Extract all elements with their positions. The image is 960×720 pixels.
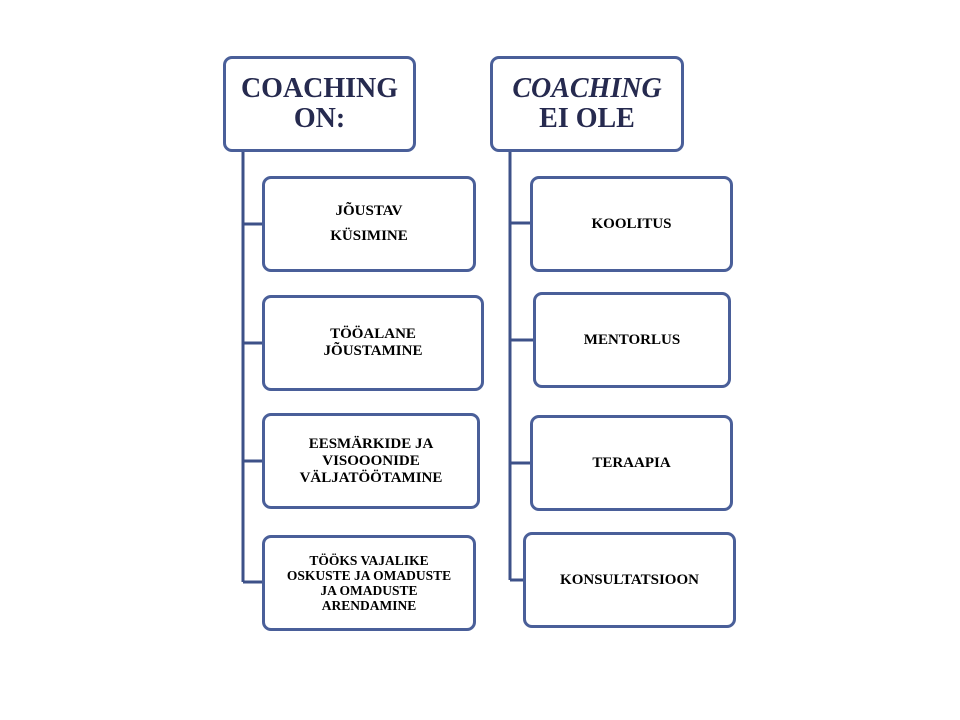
item-label: MENTORLUS	[583, 331, 681, 348]
item-line: JA OMADUSTE	[320, 583, 418, 598]
header-coaching-on: COACHING ON:	[223, 56, 416, 152]
item-konsultatsioon: KONSULTATSIOON	[523, 532, 736, 628]
item-line: OSKUSTE JA OMADUSTE	[286, 568, 452, 583]
item-line: ARENDAMINE	[321, 598, 417, 613]
item-label: TERAAPIA	[592, 454, 671, 471]
item-tooalane-joustamine: TÖÖALANE JÕUSTAMINE	[262, 295, 484, 391]
item-line: VÄLJATÖÖTAMINE	[299, 469, 443, 486]
item-line: JÕUSTAMINE	[323, 343, 423, 359]
item-joustav-kusimine: JÕUSTAV KÜSIMINE	[262, 176, 476, 272]
header-line-2: EI OLE	[539, 103, 635, 134]
item-label: KONSULTATSIOON	[560, 571, 699, 588]
item-label: KOOLITUS	[591, 215, 672, 232]
header-line-1: COACHING	[240, 73, 399, 104]
item-teraapia: TERAAPIA	[530, 415, 733, 511]
header-line-1: COACHING	[512, 73, 662, 104]
item-line: EESMÄRKIDE JA	[308, 435, 434, 452]
item-line: TÖÖKS VAJALIKE	[309, 553, 429, 568]
item-tooks-vajalike-oskuste: TÖÖKS VAJALIKE OSKUSTE JA OMADUSTE JA OM…	[262, 535, 476, 631]
item-line: JÕUSTAV	[335, 203, 403, 219]
item-koolitus: KOOLITUS	[530, 176, 733, 272]
item-mentorlus: MENTORLUS	[533, 292, 731, 388]
header-line-2: ON:	[293, 103, 346, 134]
item-line: TÖÖALANE	[330, 326, 416, 342]
item-line: KÜSIMINE	[330, 228, 408, 244]
header-coaching-ei-ole: COACHING EI OLE	[490, 56, 684, 152]
item-line: VISOOONIDE	[322, 452, 420, 469]
item-eesmarkide-visoonide: EESMÄRKIDE JA VISOOONIDE VÄLJATÖÖTAMINE	[262, 413, 480, 509]
